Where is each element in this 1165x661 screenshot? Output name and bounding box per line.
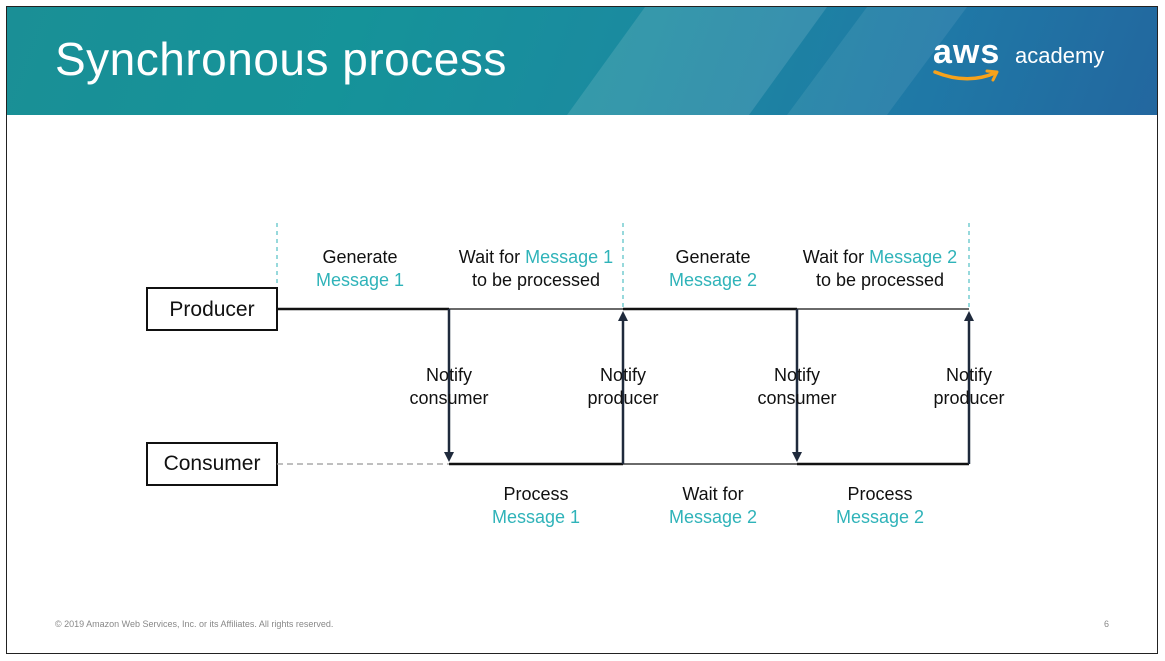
bottom-label-line2: Message 1 [492,507,580,527]
smile-arrow-icon [933,69,999,82]
synchronous-process-diagram: Producer Consumer Generate Message 1 Wai… [146,223,1005,527]
bottom-label-line1: Process [503,484,568,504]
bottom-label-line1: Wait for [682,484,743,504]
bottom-label-line2: Message 2 [669,507,757,527]
logo-suffix: academy [1015,43,1105,68]
top-label-line2: Message 1 [316,270,404,290]
notify-label-line1: Notify [774,365,820,385]
top-label-line2: to be processed [472,270,600,290]
top-label-line1: Generate [675,247,750,267]
consumer-label: Consumer [164,452,261,475]
slide-header: Synchronous process aws academy [7,7,1157,115]
top-label-line1: Generate [322,247,397,267]
top-label-line2: Message 2 [669,270,757,290]
copyright-footer: © 2019 Amazon Web Services, Inc. or its … [55,619,334,629]
slide-title: Synchronous process [55,33,507,85]
page-number: 6 [1103,619,1109,629]
bottom-label-line1: Process [847,484,912,504]
bottom-label-line2: Message 2 [836,507,924,527]
aws-academy-logo: aws academy [933,33,1113,91]
notify-label-line1: Notify [600,365,646,385]
notify-label-line2: consumer [757,388,836,408]
top-label-line1: Wait for Message 1 [459,247,613,267]
notify-label-line1: Notify [946,365,992,385]
top-label-line1: Wait for Message 2 [803,247,957,267]
notify-label-line2: consumer [409,388,488,408]
top-label-line2: to be processed [816,270,944,290]
notify-label-line2: producer [587,388,658,408]
producer-label: Producer [169,298,254,321]
slide: Synchronous process aws academy Producer… [6,6,1158,654]
notify-label-line1: Notify [426,365,472,385]
notify-label-line2: producer [933,388,1004,408]
logo-brand: aws [933,33,1001,71]
